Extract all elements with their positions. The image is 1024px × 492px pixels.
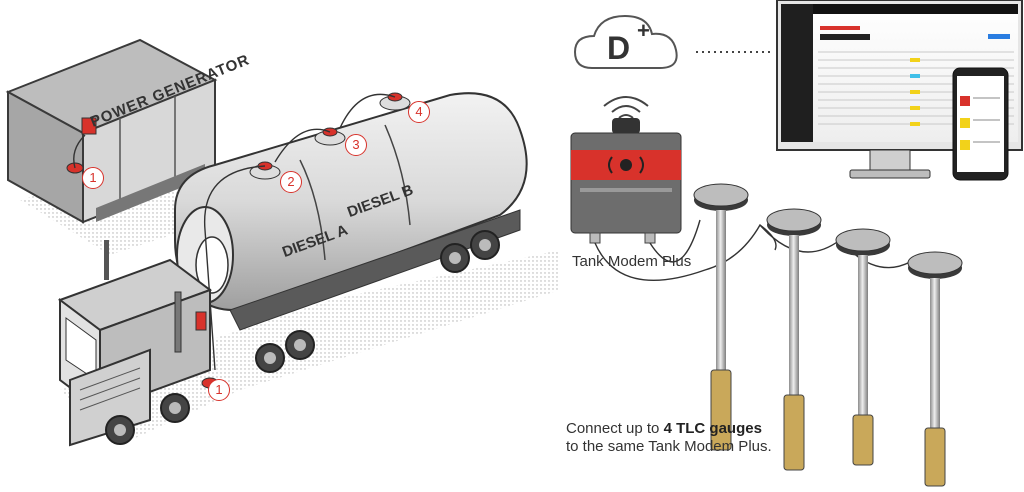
connect-line1-prefix: Connect up to bbox=[566, 420, 664, 437]
gauge-cables bbox=[594, 219, 911, 282]
tlc-gauge-2 bbox=[766, 208, 822, 471]
tlc-gauge-3 bbox=[835, 228, 891, 466]
badge-generator-1: 1 bbox=[82, 167, 104, 189]
tank-trailer bbox=[174, 92, 528, 373]
power-generator bbox=[5, 38, 218, 224]
truck-cab bbox=[57, 134, 219, 447]
badge-hatch-3: 3 bbox=[345, 134, 367, 156]
cloud-logo-plus: + bbox=[637, 18, 650, 43]
wifi-signal-icon bbox=[603, 96, 649, 119]
tlc-gauge-1 bbox=[693, 183, 749, 451]
badge-hatch-4: 4 bbox=[408, 101, 430, 123]
modem-label: Tank Modem Plus bbox=[572, 253, 692, 270]
badge-truck-1: 1 bbox=[208, 379, 230, 401]
cloud-icon bbox=[573, 14, 678, 69]
badge-hatch-2: 2 bbox=[280, 171, 302, 193]
cloud-logo-text: D bbox=[607, 30, 631, 66]
tlc-gauge-4 bbox=[907, 251, 963, 487]
connect-line2: to the same Tank Modem Plus. bbox=[566, 438, 772, 455]
connect-caption: Connect up to 4 TLC gauges to the same T… bbox=[566, 420, 866, 456]
phone-icon bbox=[952, 67, 1009, 181]
tank-modem-device bbox=[570, 118, 682, 244]
connect-line1-bold: 4 TLC gauges bbox=[663, 420, 762, 437]
